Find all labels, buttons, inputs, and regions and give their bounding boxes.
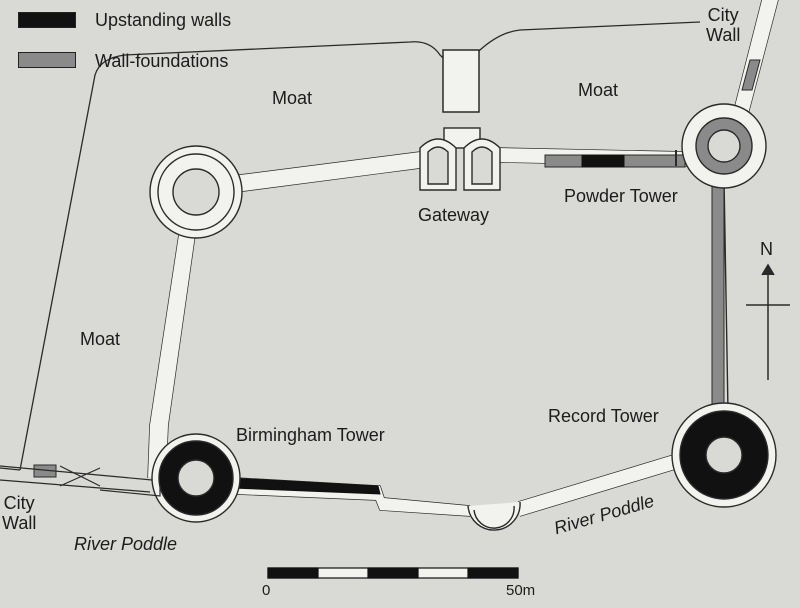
city-wall-left-line1: City <box>3 493 35 513</box>
label-powder-tower: Powder Tower <box>564 186 678 206</box>
record-tower-shape <box>671 402 777 508</box>
city-wall-line-left <box>0 467 21 471</box>
label-river-poddle-left: River Poddle <box>74 534 178 554</box>
label-city-wall-left: City Wall <box>2 493 37 534</box>
city-wall-left-crossing <box>0 465 161 497</box>
scale-start-label: 0 <box>262 582 271 599</box>
scale-end-label: 50m <box>506 582 536 599</box>
south-half-tower <box>467 501 521 531</box>
powder-tower-shape <box>681 103 767 189</box>
label-city-wall-right: City Wall <box>706 5 741 46</box>
legend-label-upstanding: Upstanding walls <box>95 10 232 30</box>
label-record-tower: Record Tower <box>548 406 659 426</box>
city-wall-right-line1: City <box>707 5 739 25</box>
north-arrow-label: N <box>760 239 773 259</box>
legend-swatch-foundations <box>18 52 76 68</box>
label-moat-north-right: Moat <box>578 80 619 100</box>
legend-label-foundations: Wall-foundations <box>95 51 229 71</box>
label-birmingham-tower: Birmingham Tower <box>236 425 385 445</box>
city-wall-left-line2: Wall <box>2 512 37 533</box>
label-gateway: Gateway <box>418 205 490 225</box>
label-moat-north-left: Moat <box>272 88 313 108</box>
scale-bar <box>267 567 519 579</box>
birmingham-tower-shape <box>151 433 241 523</box>
city-wall-right-line2: Wall <box>706 24 741 45</box>
northwest-tower <box>149 145 243 239</box>
moat-boundary <box>19 21 701 471</box>
legend-swatch-upstanding <box>18 12 76 28</box>
north-block <box>442 49 480 113</box>
gateway-shape <box>419 127 501 191</box>
label-moat-west: Moat <box>80 329 121 349</box>
north-arrow <box>746 263 790 380</box>
